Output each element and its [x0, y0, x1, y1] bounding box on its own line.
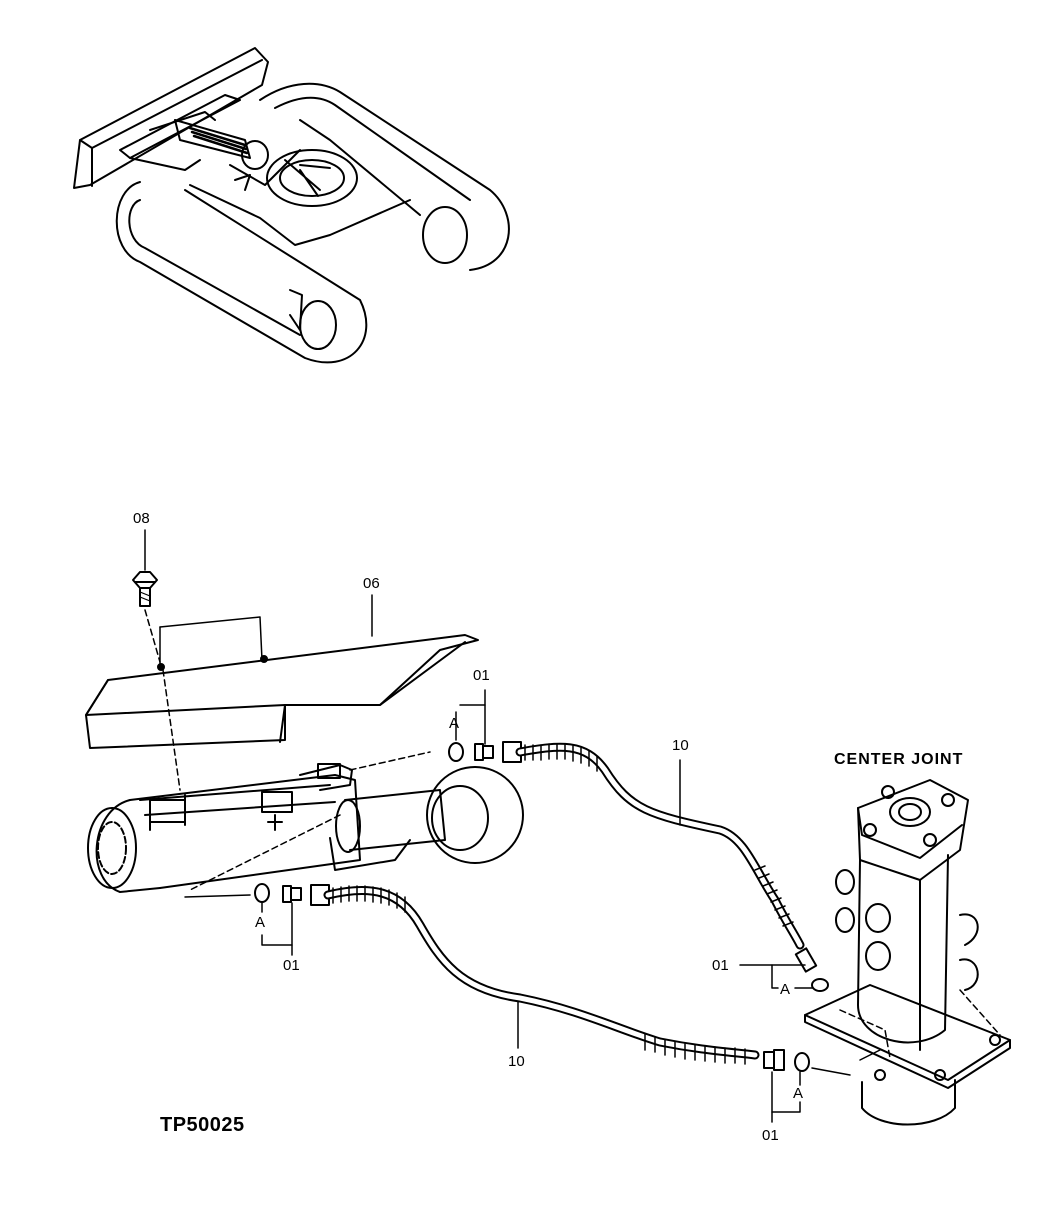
hose-lower-10 [310, 884, 760, 1065]
hose-upper-10 [502, 741, 805, 950]
left-fitting-group [254, 883, 302, 956]
detail-marker-right: A [780, 981, 791, 998]
callout-hose-lower: 10 [508, 1053, 525, 1070]
swing-cylinder [87, 751, 524, 898]
component-title: CENTER JOINT [834, 751, 964, 768]
bottom-fitting-group [763, 1049, 851, 1123]
figure-code: TP50025 [160, 1114, 245, 1136]
callout-fitting-left: 01 [283, 957, 300, 974]
callout-fitting-bottom: 01 [762, 1127, 779, 1144]
excavator-undercarriage-overview [73, 47, 510, 364]
detail-marker-left: A [255, 914, 266, 931]
right-fitting-group [739, 947, 829, 992]
center-joint [804, 779, 1011, 1126]
callout-fitting-right: 01 [712, 957, 729, 974]
top-fitting-group [448, 689, 494, 762]
callout-cover: 06 [363, 575, 380, 592]
callout-fitting-top: 01 [473, 667, 490, 684]
callout-hose-upper: 10 [672, 737, 689, 754]
bolt-08 [132, 529, 161, 663]
cover-plate-06 [85, 594, 479, 791]
callout-bolt: 08 [133, 510, 150, 527]
detail-marker-top: A [449, 715, 460, 732]
detail-marker-bottom: A [793, 1085, 804, 1102]
